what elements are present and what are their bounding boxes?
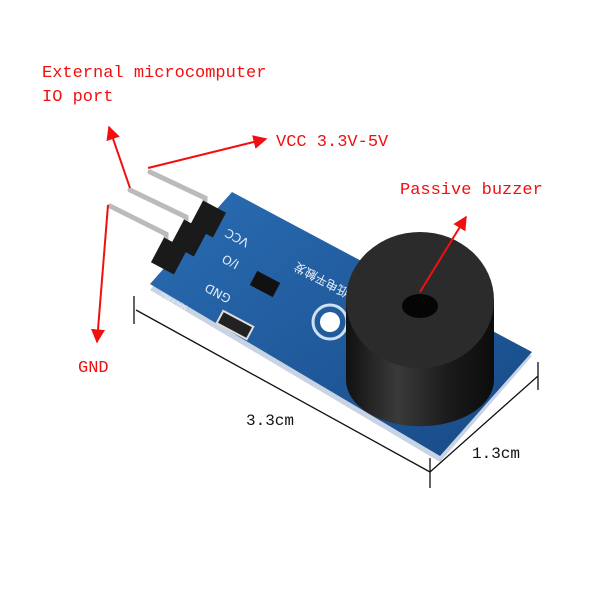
io-arrow	[106, 125, 131, 189]
label-io-port-2: IO port	[42, 88, 113, 107]
dimension-width: 1.3cm	[472, 445, 520, 463]
dimension-length: 3.3cm	[246, 412, 294, 430]
label-buzzer: Passive buzzer	[400, 181, 543, 200]
transistor	[249, 270, 281, 298]
vcc-arrow	[147, 135, 268, 169]
buzzer-arrow	[419, 215, 467, 293]
passive-buzzer	[346, 232, 494, 427]
label-gnd: GND	[78, 359, 109, 378]
label-vcc: VCC 3.3V-5V	[276, 133, 389, 152]
pin-header	[107, 169, 227, 275]
gnd-arrow	[91, 204, 109, 344]
resistor	[215, 309, 255, 341]
dimension-lines	[133, 296, 539, 488]
label-io-port: External microcomputer	[42, 64, 266, 83]
